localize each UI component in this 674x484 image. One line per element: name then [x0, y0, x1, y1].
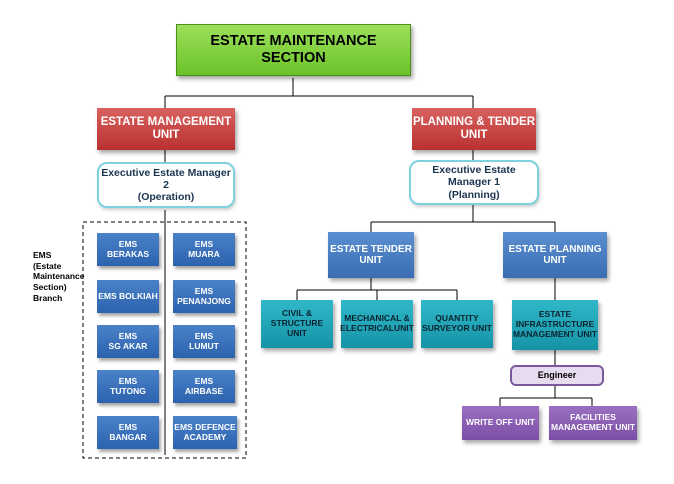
ems-sg-akar-box: EMS SG AKAR	[97, 325, 159, 358]
estate-tender-unit-box: ESTATE TENDER UNIT	[328, 232, 414, 278]
mechanical-electrical-unit-box: MECHANICAL & ELECTRICALUNIT	[340, 300, 414, 348]
ems-bolkiah-box: EMS BOLKIAH	[97, 280, 159, 313]
executive-manager-planning-box: Executive Estate Manager 1 (Planning)	[409, 160, 539, 205]
planning-tender-unit-box: PLANNING & TENDER UNIT	[412, 108, 536, 150]
ems-branch-label: EMS (Estate Maintenance Section) Branch	[33, 250, 85, 303]
ems-tutong-box: EMS TUTONG	[97, 370, 159, 403]
ems-airbase-box: EMS AIRBASE	[173, 370, 235, 403]
estate-maintenance-section-box: ESTATE MAINTENANCE SECTION	[176, 24, 411, 76]
estate-planning-unit-box: ESTATE PLANNING UNIT	[503, 232, 607, 278]
ems-branch-border	[82, 221, 247, 459]
estate-management-unit-box: ESTATE MANAGEMENT UNIT	[97, 108, 235, 150]
ems-defence-academy-box: EMS DEFENCE ACADEMY	[173, 416, 237, 449]
ems-penanjong-box: EMS PENANJONG	[173, 280, 235, 313]
ems-muara-box: EMS MUARA	[173, 233, 235, 266]
executive-manager-operation-box: Executive Estate Manager 2 (Operation)	[97, 162, 235, 208]
ems-bangar-box: EMS BANGAR	[97, 416, 159, 449]
estate-infrastructure-management-unit-box: ESTATE INFRASTRUCTURE MANAGEMENT UNIT	[512, 300, 598, 350]
ems-berakas-box: EMS BERAKAS	[97, 233, 159, 266]
engineer-box: Engineer	[510, 365, 604, 386]
write-off-unit-box: WRITE OFF UNIT	[462, 406, 539, 440]
ems-lumut-box: EMS LUMUT	[173, 325, 235, 358]
facilities-management-unit-box: FACILITIES MANAGEMENT UNIT	[549, 406, 637, 440]
quantity-surveyor-unit-box: QUANTITY SURVEYOR UNIT	[421, 300, 493, 348]
civil-structure-unit-box: CIVIL & STRUCTURE UNIT	[261, 300, 333, 348]
